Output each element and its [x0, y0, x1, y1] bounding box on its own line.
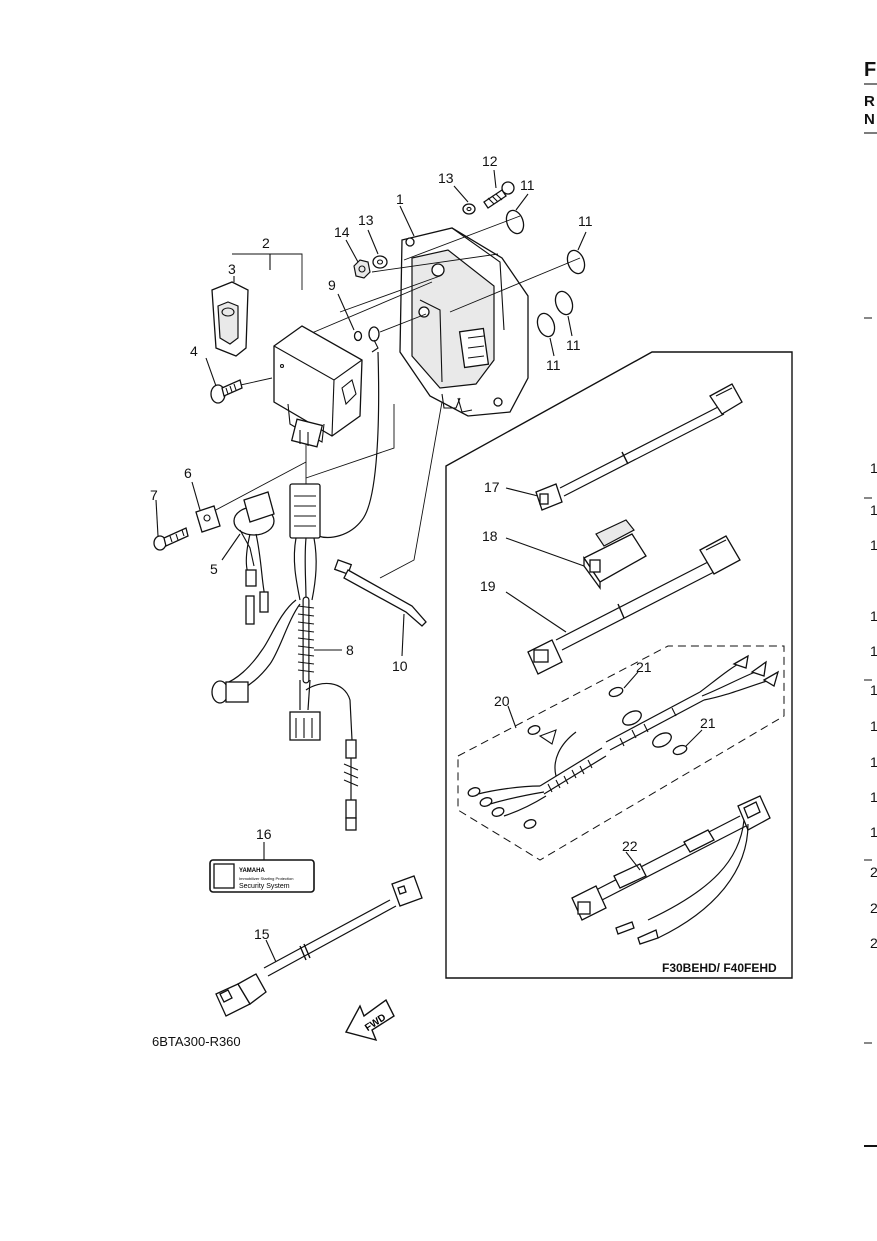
callout-12: 12 [482, 153, 498, 169]
part-12-screw [483, 181, 515, 209]
callout-leaders [155, 169, 703, 963]
callout-2: 2 [262, 235, 270, 251]
callout-10: 10 [392, 658, 408, 674]
callout-14: 14 [334, 224, 350, 240]
callout-11a: 11 [520, 177, 535, 193]
callout-11b: 11 [578, 213, 593, 229]
part-11-grommet [566, 249, 586, 275]
header-letter-r: R [864, 93, 875, 110]
callout-6: 6 [184, 465, 192, 481]
part-18-connector [583, 519, 647, 590]
inset-panel [445, 351, 793, 979]
fwd-arrow-icon: FWD [344, 998, 395, 1042]
margin-mark: 1 [870, 643, 877, 659]
part-9-ground-lead [317, 326, 380, 539]
callout-9: 9 [328, 277, 336, 293]
margin-mark: 1 [870, 460, 877, 476]
callout-numbers: 1 2 3 4 5 6 7 8 9 10 11 11 11 11 12 13 1… [150, 153, 716, 942]
callout-16: 16 [256, 826, 272, 842]
callout-11c: 11 [566, 337, 581, 353]
part-2-control-unit [273, 325, 363, 448]
margin-mark: 1 [870, 502, 877, 518]
right-margin-header: F R N 1 1 1 1 1 1 1 1 1 1 2 2 2 [864, 59, 877, 1147]
callout-19: 19 [480, 578, 496, 594]
part-14-nut [353, 259, 371, 279]
part-13-washer [372, 255, 388, 269]
callout-4: 4 [190, 343, 198, 359]
callout-7: 7 [150, 487, 158, 503]
callout-3: 3 [228, 261, 236, 277]
inset-model-label: F30BEHD/ F40FEHD [662, 961, 777, 975]
part-13-washer [462, 203, 476, 215]
part-22-harness [571, 795, 771, 945]
part-10-cable-tie [333, 559, 427, 627]
assembly-lines [211, 215, 581, 579]
margin-mark: 1 [870, 754, 877, 770]
part-5-switch [233, 491, 275, 625]
part-16-decal: YAMAHA Immobilizer Starting Protection S… [209, 859, 315, 893]
callout-21b: 21 [700, 715, 716, 731]
callout-13b: 13 [358, 212, 374, 228]
margin-mark: 2 [870, 864, 877, 880]
margin-mark: 1 [870, 682, 877, 698]
part-11-grommet [505, 209, 525, 235]
margin-mark: 2 [870, 900, 877, 916]
part-6-plate [195, 505, 221, 533]
margin-mark: 1 [870, 608, 877, 624]
margin-mark: 1 [870, 824, 877, 840]
callout-18: 18 [482, 528, 498, 544]
header-letter-f: F [864, 59, 876, 81]
part-11-grommet [554, 290, 574, 316]
part-1-bracket [399, 227, 529, 417]
margin-mark: 2 [870, 935, 877, 951]
callout-20: 20 [494, 693, 510, 709]
part-15-extension-lead [215, 875, 423, 1017]
callout-21a: 21 [636, 659, 652, 675]
callout-11d: 11 [546, 357, 561, 373]
decal-brand: YAMAHA [239, 868, 265, 874]
callout-13a: 13 [438, 170, 454, 186]
part-7-screw [153, 527, 189, 551]
callout-15: 15 [254, 926, 270, 942]
callout-8: 8 [346, 642, 354, 658]
figure-code: 6BTA300-R360 [152, 1034, 241, 1049]
part-8-wire-harness [211, 483, 359, 831]
margin-mark: 1 [870, 718, 877, 734]
part-20-kit-outline [457, 645, 785, 861]
part-21-cap [672, 744, 688, 756]
part-11-grommet [536, 312, 556, 338]
decal-small-text: Immobilizer Starting Protection [239, 876, 293, 881]
margin-mark: 1 [870, 789, 877, 805]
part-4-bolt [210, 379, 243, 404]
part-3-cover [211, 281, 249, 357]
decal-system-text: Security System [239, 883, 290, 890]
margin-mark: 1 [870, 537, 877, 553]
callout-22: 22 [622, 838, 638, 854]
part-17-lead [535, 383, 743, 511]
callout-1: 1 [396, 191, 404, 207]
callout-5: 5 [210, 561, 218, 577]
part-21-cap [608, 686, 624, 698]
callout-17: 17 [484, 479, 500, 495]
part-19-lead [527, 535, 741, 675]
part-20-sub-harness [467, 654, 780, 829]
header-letter-n: N [864, 111, 875, 128]
